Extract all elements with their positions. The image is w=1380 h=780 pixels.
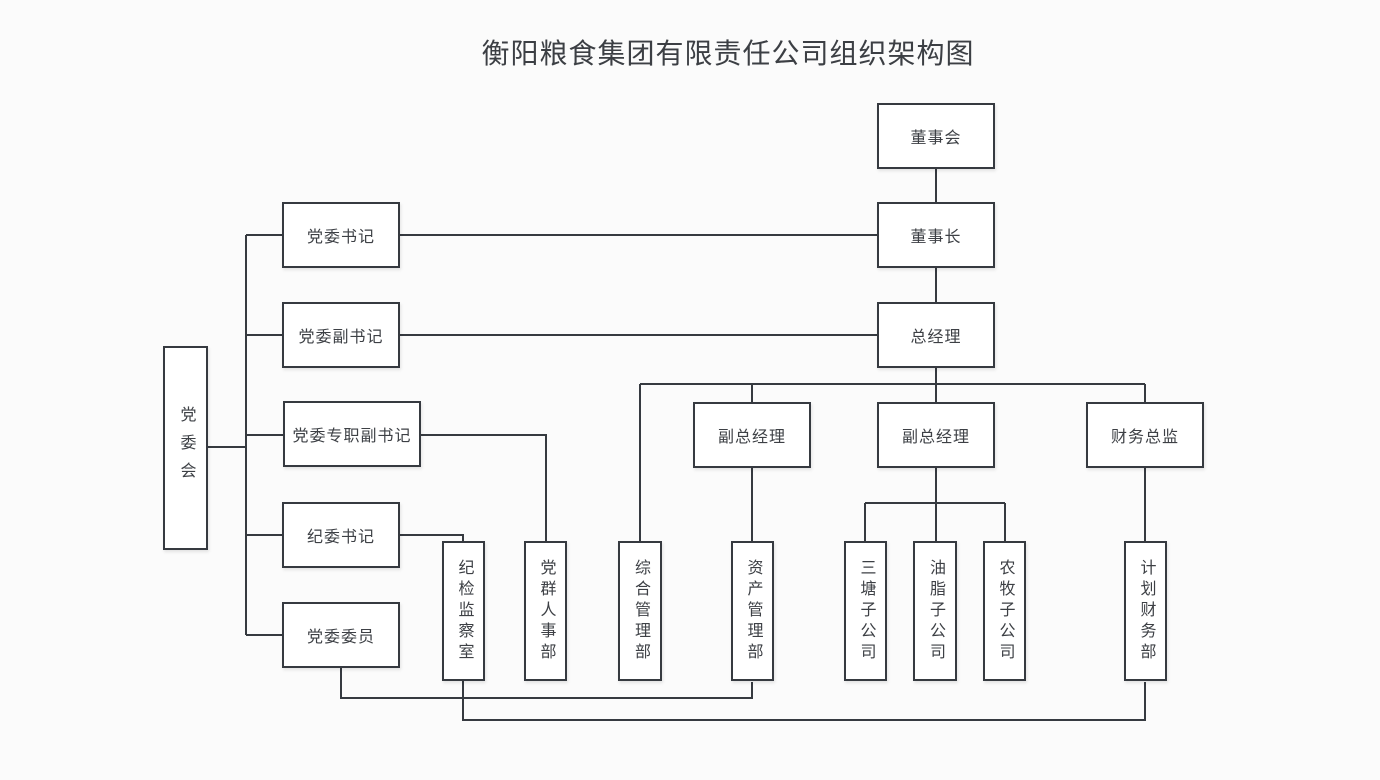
node-party-secretary: 党委书记 [282, 202, 400, 268]
node-chairman: 董事长 [877, 202, 995, 268]
edge-party-member-asset-dept [340, 668, 753, 699]
node-santang-subsidiary: 三塘子公司 [844, 541, 887, 681]
node-general-admin-dept: 综合管理部 [618, 541, 662, 681]
node-party-deputy-secretary: 党委副书记 [282, 302, 400, 368]
node-planning-finance-dept: 计划财务部 [1124, 541, 1167, 681]
node-finance-director: 财务总监 [1086, 402, 1204, 468]
node-agri-husbandry-subsidiary: 农牧子公司 [983, 541, 1026, 681]
node-asset-management-dept: 资产管理部 [731, 541, 774, 681]
node-oil-fat-subsidiary: 油脂子公司 [913, 541, 957, 681]
chart-title: 衡阳粮食集团有限责任公司组织架构图 [481, 38, 975, 69]
node-discipline-secretary: 纪委书记 [282, 502, 400, 568]
node-party-fulltime-deputy-secretary: 党委专职副书记 [283, 401, 421, 467]
node-general-manager: 总经理 [877, 302, 995, 368]
edge-inspection-office-planning-dept [462, 681, 1146, 721]
node-board: 董事会 [877, 103, 995, 169]
node-discipline-inspection-office: 纪检监察室 [442, 541, 485, 681]
node-deputy-general-manager-1: 副总经理 [693, 402, 811, 468]
node-party-mass-hr-dept: 党群人事部 [524, 541, 567, 681]
edge-fulltime-deputy-party-mass-hr [421, 434, 547, 541]
node-deputy-general-manager-2: 副总经理 [877, 402, 995, 468]
edge-discipline-secretary-inspection-office [400, 534, 464, 541]
node-party-committee-member: 党委委员 [282, 602, 400, 668]
node-party-committee: 党委会 [163, 346, 208, 550]
